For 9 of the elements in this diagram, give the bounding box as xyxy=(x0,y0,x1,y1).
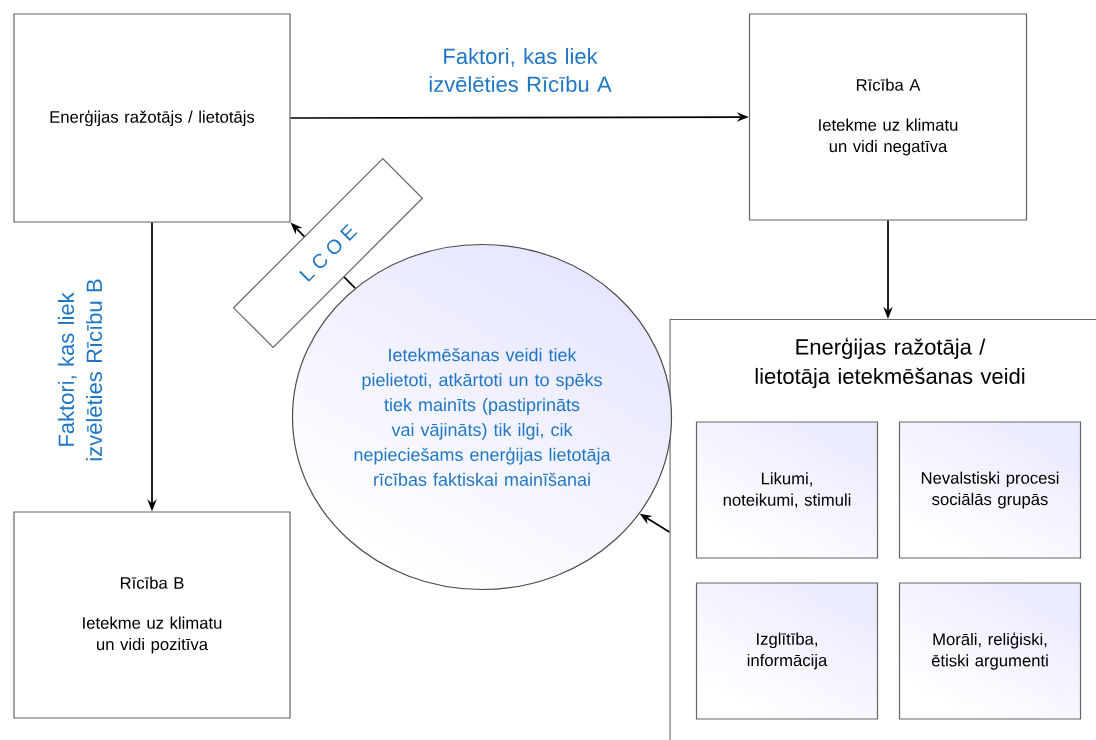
process-box: Izglītība, informācija xyxy=(695,582,879,720)
process-box: Nevalstiski procesi sociālās grupās xyxy=(898,421,1082,559)
edge-label: Faktori, kas liek izvēlēties Rīcību B xyxy=(57,279,103,461)
process-box: Morāli, reliģiski, ētiski argumenti xyxy=(898,582,1082,720)
process-box: Likumi, noteikumi, stimuli xyxy=(695,421,879,559)
process-box: Enerģijas ražotājs / lietotājs xyxy=(13,13,291,223)
process-box: Rīcība B Ietekme uz klimatu un vidi pozitīva xyxy=(13,511,291,719)
process-box: Rīcība A Ietekme uz klimatu un vidi negatīva xyxy=(748,13,1028,221)
edge-label: Faktori, kas liek izvēlēties Rīcību A xyxy=(429,47,612,93)
